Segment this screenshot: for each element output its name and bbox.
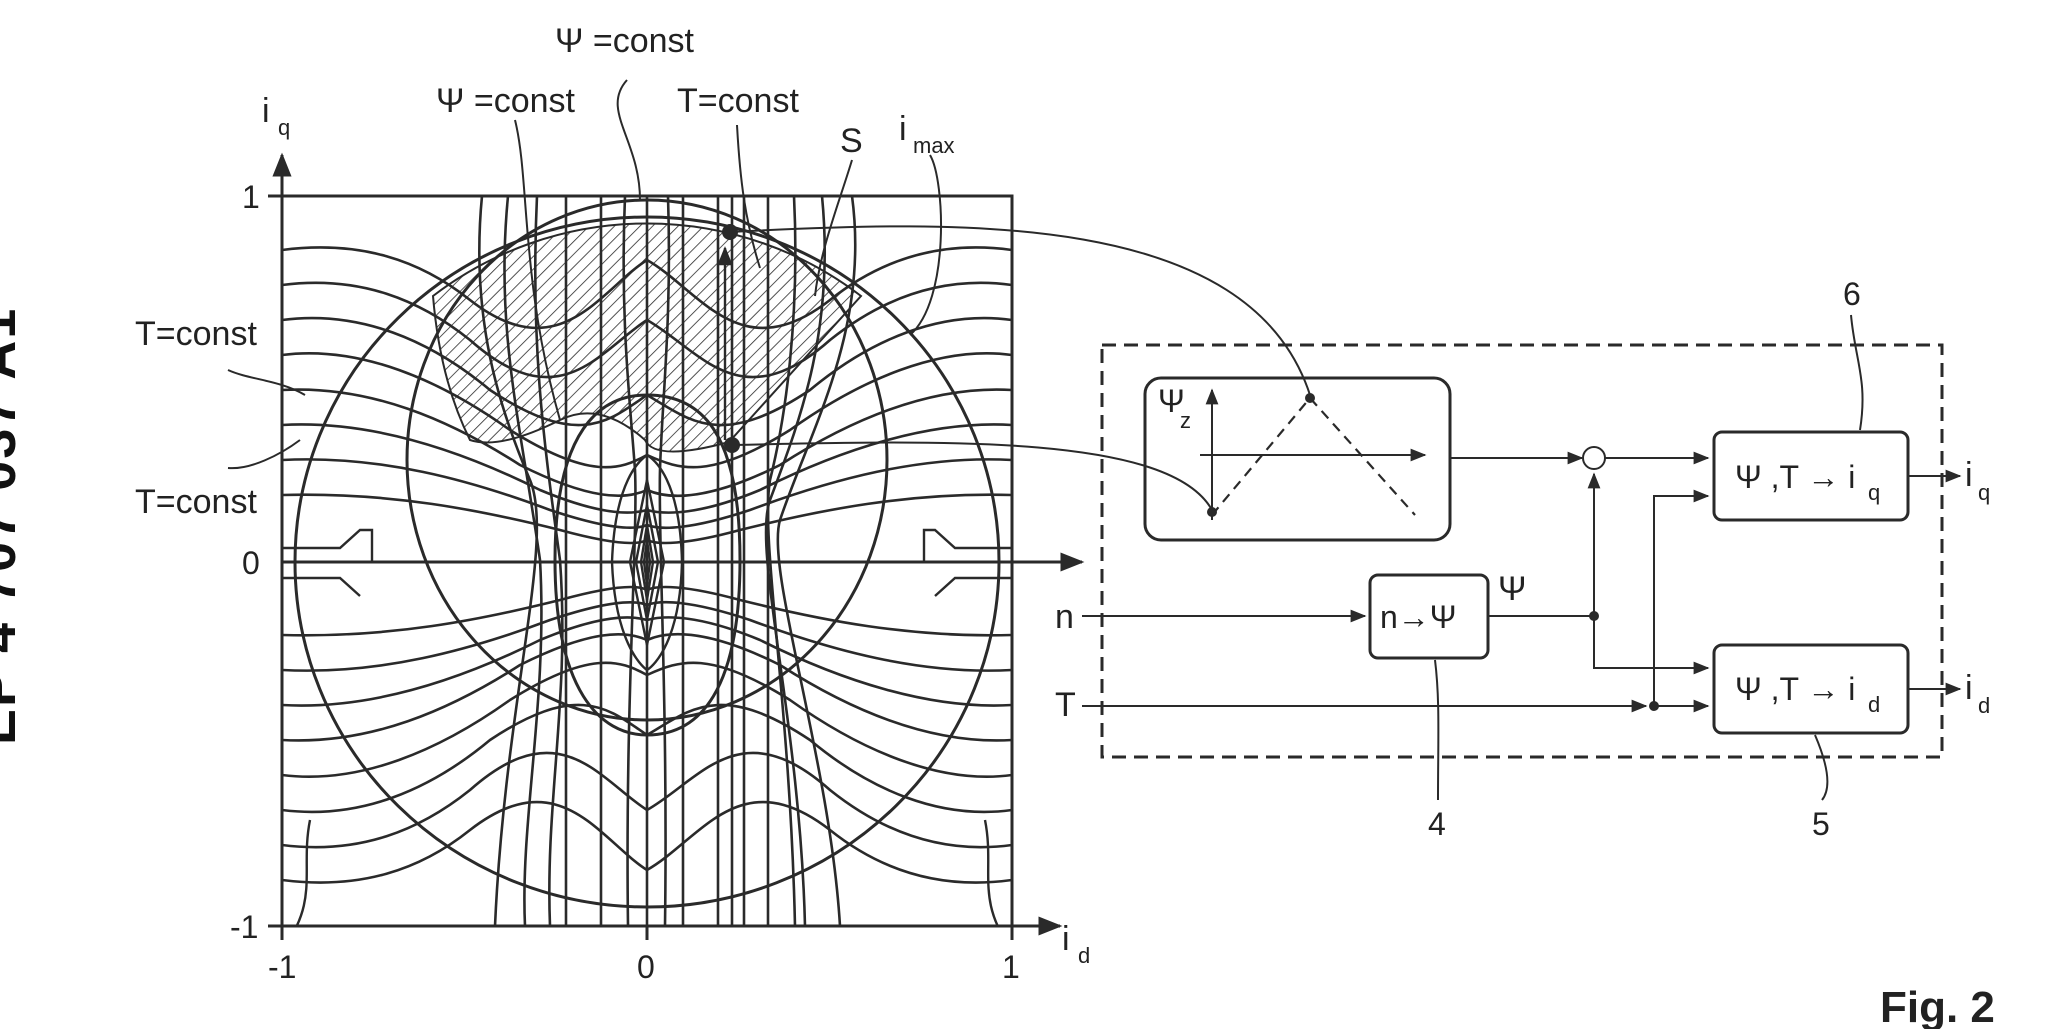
tick-x-mid: 0 bbox=[637, 949, 655, 985]
patent-number: EP 4 707 037 A1 bbox=[0, 307, 28, 745]
axis-iq-label: i bbox=[262, 92, 270, 130]
input-t: T bbox=[1055, 686, 1076, 724]
label-psi-const-left: Ψ =const bbox=[436, 82, 576, 120]
id-map-sub: d bbox=[1868, 692, 1880, 717]
ref-4: 4 bbox=[1428, 806, 1446, 842]
figure-label: Fig. 2 bbox=[1880, 983, 1995, 1029]
psi-profile-block bbox=[1145, 378, 1450, 540]
output-id: i bbox=[1965, 669, 1973, 707]
label-imax: i bbox=[899, 110, 907, 148]
tick-x-right: 1 bbox=[1002, 949, 1020, 985]
ref-6: 6 bbox=[1843, 276, 1861, 312]
label-t-const-top: T=const bbox=[677, 82, 799, 120]
axis-id-sub: d bbox=[1078, 943, 1090, 968]
current-plane-plot: i q i d 1 0 -1 -1 0 1 Ψ =const Ψ =const … bbox=[135, 22, 1090, 985]
tick-y-bottom: -1 bbox=[230, 909, 258, 945]
output-iq-sub: q bbox=[1978, 480, 1990, 505]
input-n: n bbox=[1055, 598, 1074, 636]
axis-id-label: i bbox=[1062, 920, 1070, 958]
tick-y-top: 1 bbox=[242, 179, 260, 215]
summing-junction bbox=[1583, 447, 1605, 469]
iq-map-sub: q bbox=[1868, 480, 1880, 505]
axis-iq-sub: q bbox=[278, 115, 290, 140]
label-t-const-left2: T=const bbox=[135, 483, 257, 521]
iq-map-label: Ψ ,T → i bbox=[1735, 459, 1855, 495]
psi-z-sub: z bbox=[1180, 408, 1191, 433]
id-map-label: Ψ ,T → i bbox=[1735, 671, 1855, 707]
label-s: S bbox=[840, 122, 863, 160]
label-t-const-left1: T=const bbox=[135, 315, 257, 353]
n-to-psi-label: n→Ψ bbox=[1380, 599, 1457, 635]
psi-signal-label: Ψ bbox=[1498, 570, 1526, 608]
output-id-sub: d bbox=[1978, 693, 1990, 718]
control-block-diagram: Ψ z n n→Ψ Ψ T Ψ ,T → i q bbox=[1055, 276, 1990, 842]
label-psi-const-top: Ψ =const bbox=[555, 22, 695, 60]
tick-x-left: -1 bbox=[268, 949, 296, 985]
ref-5: 5 bbox=[1812, 806, 1830, 842]
label-imax-sub: max bbox=[913, 133, 955, 158]
tick-y-mid: 0 bbox=[242, 545, 260, 581]
output-iq: i bbox=[1965, 456, 1973, 494]
